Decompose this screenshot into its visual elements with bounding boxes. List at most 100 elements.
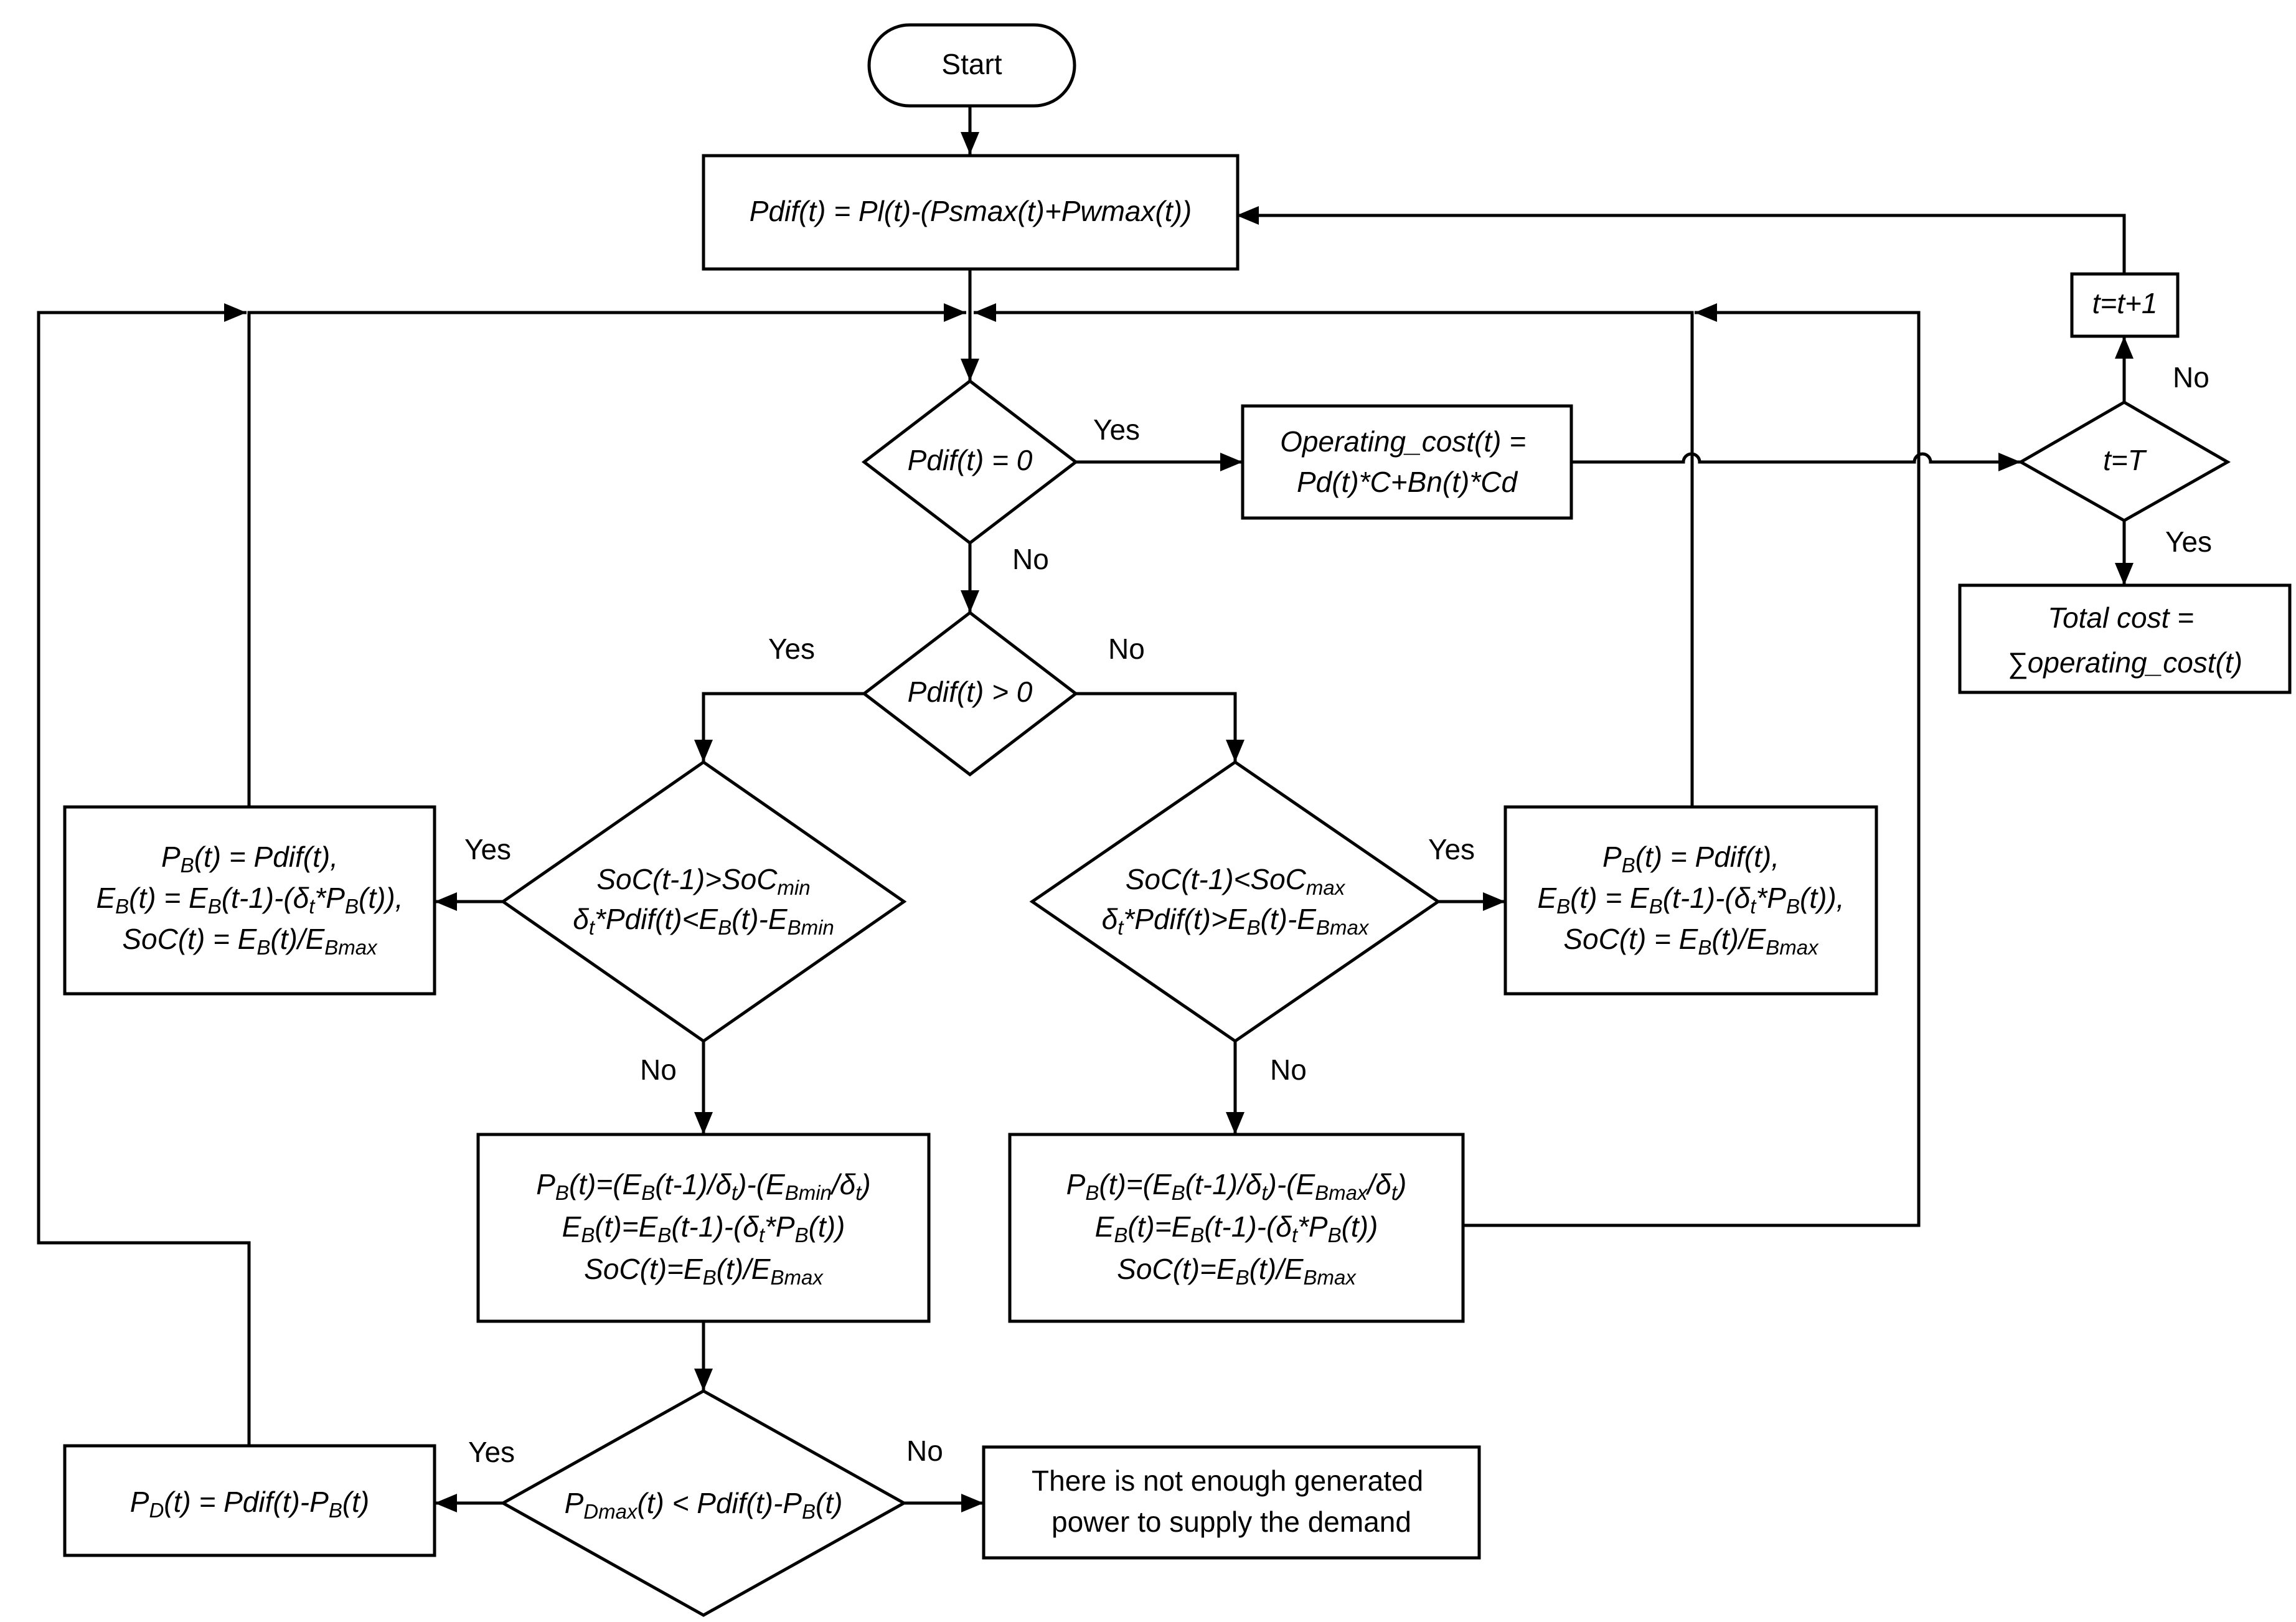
formula-subscript: D: [149, 1499, 164, 1522]
arrowhead: [961, 1494, 984, 1512]
formula-subscript: B: [1247, 916, 1261, 939]
arrowhead: [2115, 563, 2134, 585]
arrowhead: [961, 132, 979, 154]
formula-subscript: Bmin: [785, 1181, 832, 1204]
formula-subscript: B: [1190, 1224, 1204, 1247]
formula-subscript: B: [1328, 1224, 1342, 1247]
edge-cost-to-check-end: [1571, 452, 2021, 464]
formula-segment: (t-1)-(δ: [1204, 1210, 1292, 1243]
formula-line: PB(t) = Pdif(t),: [161, 841, 338, 877]
formula-subscript: B: [1556, 895, 1570, 918]
arrowhead: [944, 303, 966, 322]
discharge-limit-process: PB(t)=(EB(t-1)/δt)-(EBmin/δt)EB(t)=EB(t-…: [476, 1133, 931, 1323]
formula-segment: P: [565, 1487, 584, 1519]
formula-subscript: B: [657, 1224, 671, 1247]
formula-subscript: Bmax: [1316, 916, 1370, 939]
formula-segment: SoC(t) = E: [122, 923, 257, 955]
formula-segment: (t-1)-(δ: [222, 882, 309, 914]
charge-check-label: SoC(t-1)<SoCmax δt*Pdif(t)>EB(t)-EBmax: [1102, 863, 1370, 939]
arrowhead: [974, 303, 996, 322]
formula-subscript: B: [1085, 1181, 1099, 1204]
formula-segment: SoC(t)=E: [584, 1253, 703, 1285]
formula-subscript: B: [1172, 1181, 1185, 1204]
formula-subscript: B: [581, 1224, 595, 1247]
formula-subscript: B: [795, 1224, 809, 1247]
pdif-process: Pdif(t) = Pl(t)-(Psmax(t)+Pwmax(t)): [702, 154, 1240, 271]
operating-cost-label: Operating_cost(t) = Pd(t)*C+Bn(t)*Cd: [1280, 425, 1534, 498]
formula-subscript: t: [732, 1181, 738, 1204]
time-step-process: t=t+1: [2070, 272, 2180, 338]
total-cost-process: Total cost = ∑operating_cost(t): [1958, 583, 2292, 694]
edge-step-to-pdif: [1236, 214, 2126, 274]
formula-segment: )-(E: [734, 1168, 786, 1200]
label-yes-diesel: Yes: [468, 1436, 515, 1468]
formula-subscript: B: [329, 1499, 342, 1522]
formula-segment: (t)-E: [732, 903, 788, 935]
formula-segment: P: [130, 1486, 149, 1518]
discharge-update-process: PB(t) = Pdif(t),EB(t) = EB(t-1)-(δt*PB(t…: [63, 805, 436, 996]
formula-segment: (t)): [1342, 1210, 1378, 1243]
total-cost-line-1: Total cost =: [2048, 601, 2194, 634]
operating-cost-process: Operating_cost(t) = Pd(t)*C+Bn(t)*Cd: [1241, 404, 1573, 520]
formula-segment: (t)=(E: [569, 1168, 642, 1200]
formula-subscript: Bmax: [1304, 1266, 1357, 1289]
formula-segment: )-(E: [1264, 1168, 1316, 1200]
formula-subscript: B: [345, 895, 359, 918]
arrowhead: [2115, 336, 2134, 359]
discharge-update-label: PB(t) = Pdif(t),EB(t) = EB(t-1)-(δt*PB(t…: [96, 841, 403, 959]
edge-positive-yes: [702, 692, 864, 762]
check-zero-decision: Pdif(t) = 0: [861, 379, 1079, 545]
formula-subscript: B: [1649, 895, 1663, 918]
formula-segment: *P: [1756, 882, 1786, 914]
formula-subscript: t: [1117, 916, 1124, 939]
check-end-decision: t=T: [2017, 400, 2231, 522]
formula-segment: P: [1602, 841, 1622, 873]
arrowhead: [1220, 453, 1243, 471]
operating-cost-line-1: Operating_cost(t) =: [1280, 425, 1526, 458]
label-yes-discharge: Yes: [464, 833, 511, 865]
arrowhead: [224, 303, 247, 322]
formula-segment: (t)/E: [270, 923, 325, 955]
formula-subscript: B: [703, 1266, 717, 1289]
formula-line: PDmax(t) < Pdif(t)-PB(t): [565, 1487, 843, 1523]
formula-segment: (t)=(E: [1099, 1168, 1172, 1200]
formula-segment: SoC(t-1)<SoC: [1126, 863, 1307, 895]
formula-segment: δ: [573, 903, 589, 935]
formula-line: δt*Pdif(t)>EB(t)-EBmax: [1102, 903, 1370, 939]
formula-segment: ): [858, 1168, 870, 1200]
formula-segment: (t-1)-(δ: [1663, 882, 1751, 914]
formula-segment: (t)/E: [717, 1253, 771, 1285]
formula-segment: (t)=E: [1127, 1210, 1191, 1243]
formula-subscript: t: [855, 1181, 862, 1204]
formula-segment: (t) = Pdif(t),: [194, 841, 338, 873]
operating-cost-line-2: Pd(t)*C+Bn(t)*Cd: [1297, 466, 1518, 498]
formula-subscript: t: [1292, 1224, 1299, 1247]
formula-line: δt*Pdif(t)<EB(t)-EBmin: [573, 903, 834, 939]
formula-segment: E: [1537, 882, 1557, 914]
edge-diesel-loop: [37, 311, 251, 1446]
formula-subscript: t: [1750, 895, 1757, 918]
formula-subscript: B: [641, 1181, 655, 1204]
formula-subscript: B: [718, 916, 732, 939]
formula-segment: (t) = Pdif(t)-P: [164, 1486, 329, 1518]
formula-segment: (t): [342, 1486, 369, 1518]
formula-line: SoC(t)=EB(t)/EBmax: [584, 1253, 824, 1289]
arrowhead: [694, 1112, 713, 1134]
arrowhead: [694, 1369, 713, 1391]
formula-segment: /δ: [830, 1168, 856, 1200]
formula-line: PD(t) = Pdif(t)-PB(t): [130, 1486, 370, 1522]
formula-segment: /δ: [1366, 1168, 1392, 1200]
formula-subscript: B: [1114, 1224, 1127, 1247]
formula-segment: *P: [314, 882, 345, 914]
not-enough-line-1: There is not enough generated: [1032, 1464, 1423, 1497]
arrowhead: [1236, 206, 1259, 225]
edge-charge-limit-loop: [1463, 311, 1921, 1227]
check-zero-label: Pdif(t) = 0: [908, 444, 1033, 476]
formula-subscript: t: [589, 916, 596, 939]
formula-segment: (t)=E: [595, 1210, 658, 1243]
formula-subscript: max: [1306, 876, 1346, 899]
formula-segment: E: [96, 882, 116, 914]
formula-line: SoC(t) = EB(t)/EBmax: [122, 923, 378, 959]
formula-segment: ): [1394, 1168, 1406, 1200]
